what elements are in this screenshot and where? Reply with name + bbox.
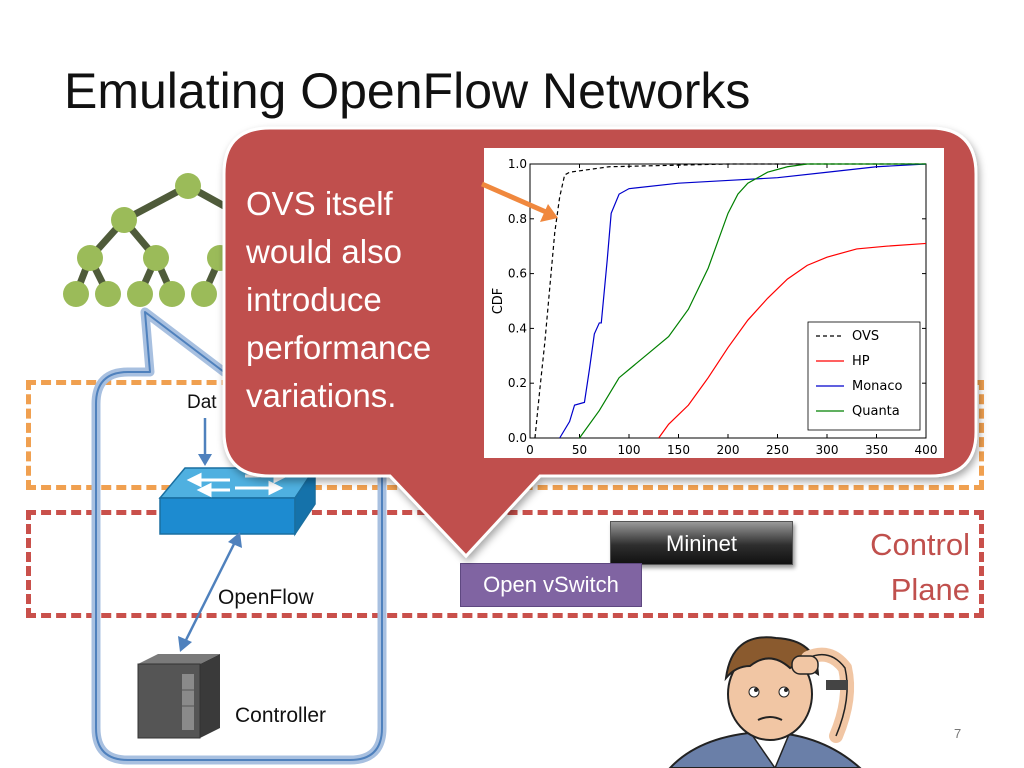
x-tick-label: 400 xyxy=(915,443,938,457)
worried-person-illustration xyxy=(668,636,862,768)
y-tick-label: 0.6 xyxy=(508,267,527,281)
data-arrow xyxy=(198,418,212,466)
x-tick-label: 50 xyxy=(572,443,587,457)
mininet-box: Mininet xyxy=(610,521,793,565)
controller-label: Controller xyxy=(235,704,327,727)
x-tick-label: 350 xyxy=(865,443,888,457)
x-tick-label: 200 xyxy=(717,443,740,457)
legend-box xyxy=(807,321,921,431)
y-tick-label: 0.4 xyxy=(508,321,527,335)
legend-label-monaco: Monaco xyxy=(852,379,903,394)
x-tick-label: 250 xyxy=(766,443,789,457)
control-plane-label: Control Plane xyxy=(870,527,970,607)
x-tick-label: 100 xyxy=(618,443,641,457)
series-line-ovs xyxy=(534,163,926,439)
open-vswitch-box: Open vSwitch xyxy=(460,563,642,607)
legend-label-quanta: Quanta xyxy=(852,404,900,419)
switch-icon xyxy=(158,465,317,537)
openflow-arrow xyxy=(178,532,242,652)
series-line-hp xyxy=(658,242,927,439)
y-tick-label: 0.8 xyxy=(508,212,527,226)
legend-label-ovs: OVS xyxy=(852,329,879,344)
x-tick-label: 300 xyxy=(816,443,839,457)
callout-text: OVS itself would also introduce performa… xyxy=(246,185,432,414)
cdf-chart-svg: 0 50 100 150 200 250 300 350 400 0.0 0.2 0.4 0.6 0.8 1… xyxy=(491,157,938,457)
data-label: Dat xyxy=(187,392,217,413)
controller-server-icon xyxy=(137,654,220,739)
openflow-label: OpenFlow xyxy=(218,586,314,609)
slide-title: Emulating OpenFlow Networks xyxy=(64,63,751,119)
series-line-monaco xyxy=(559,163,927,439)
page-number: 7 xyxy=(954,726,962,741)
legend-label-hp: HP xyxy=(852,354,870,369)
x-tick-label: 150 xyxy=(667,443,690,457)
y-axis-label: CDF xyxy=(491,288,506,315)
y-tick-label: 1.0 xyxy=(508,157,527,171)
cdf-chart: 0 50 100 150 200 250 300 350 400 0.0 0.2 0.4 0.6 0.8 1… xyxy=(484,148,944,458)
y-tick-label: 0.0 xyxy=(508,431,527,445)
x-tick-label: 0 xyxy=(526,443,534,457)
y-tick-label: 0.2 xyxy=(508,376,527,390)
series-line-quanta xyxy=(579,163,926,439)
